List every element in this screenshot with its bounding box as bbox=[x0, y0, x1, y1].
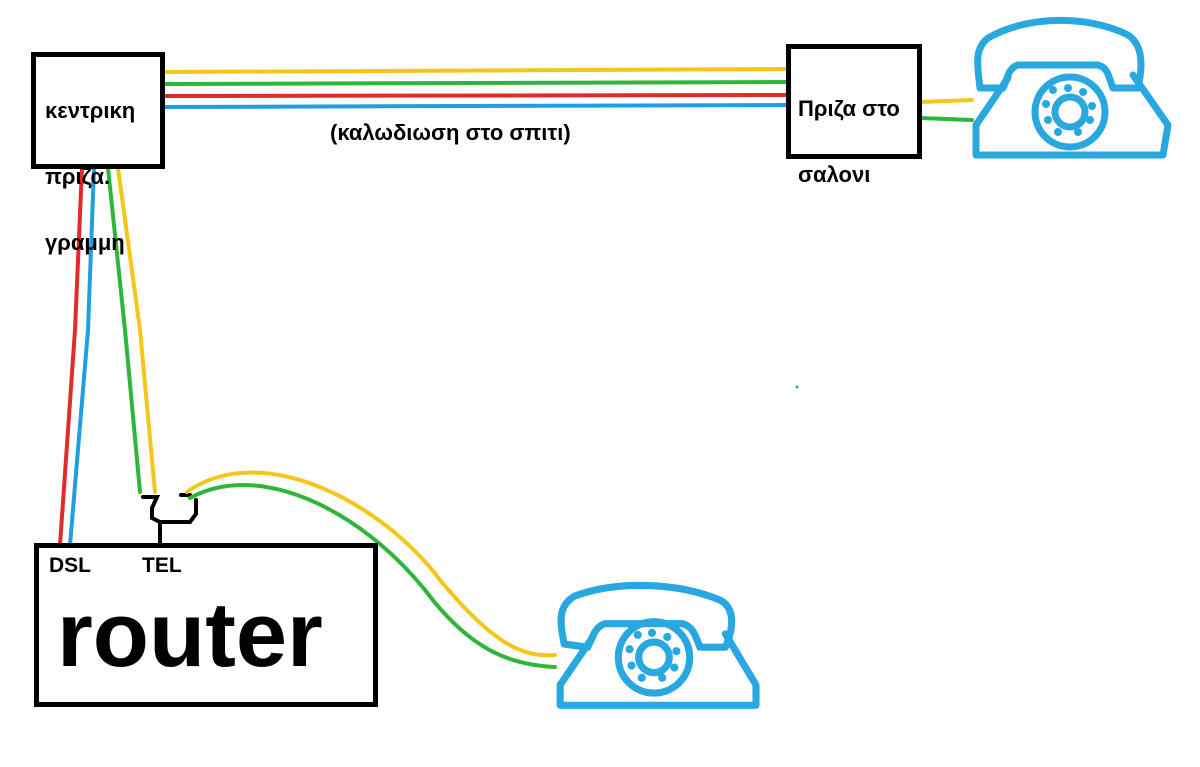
phone-cable-router bbox=[185, 470, 557, 669]
main-jack-line-2: πριζα. bbox=[45, 164, 111, 189]
router-port-dsl: DSL bbox=[49, 554, 91, 577]
rotary-dial bbox=[1031, 73, 1109, 151]
wire-yellow-living bbox=[918, 98, 974, 104]
dial-center bbox=[635, 638, 673, 677]
wire-red-house bbox=[161, 93, 792, 98]
handset bbox=[557, 581, 736, 651]
router-port-tel: TEL bbox=[142, 554, 182, 577]
living-room-jack-label: Πριζα στο σαλονι bbox=[798, 59, 917, 224]
stray-dot bbox=[795, 385, 799, 389]
telephone-icon bbox=[556, 581, 760, 709]
main-jack-box: κεντρικη πριζα. γραμμη bbox=[31, 52, 165, 255]
dial-holes bbox=[625, 628, 681, 682]
phone-base bbox=[972, 71, 1172, 159]
dial-holes bbox=[1042, 84, 1096, 136]
telephone-icon bbox=[972, 16, 1172, 159]
house-cabling bbox=[161, 66, 792, 109]
wire-red-dsl bbox=[58, 166, 84, 547]
phone-base bbox=[556, 630, 760, 709]
cabling-label: (καλωδιωση στο σπιτι) bbox=[330, 120, 571, 145]
wire-yellow-phone bbox=[185, 470, 557, 658]
splitter-icon bbox=[141, 493, 198, 547]
main-jack-line-1: κεντρικη bbox=[45, 98, 136, 123]
living-room-jack-line-2: σαλονι bbox=[798, 162, 871, 187]
phone-cable-living-room bbox=[918, 98, 974, 122]
handset bbox=[974, 16, 1145, 92]
wire-green-house bbox=[161, 80, 792, 86]
living-room-jack-box: Πριζα στο σαλονι bbox=[786, 44, 922, 187]
rotary-dial bbox=[614, 618, 694, 697]
router-cabling bbox=[58, 166, 157, 547]
wire-yellow-tel bbox=[116, 166, 157, 494]
living-room-jack-line-1: Πριζα στο bbox=[798, 96, 900, 121]
wire-blue-dsl bbox=[68, 166, 96, 547]
router-title: router bbox=[57, 584, 323, 686]
wire-blue-house bbox=[161, 103, 792, 109]
wire-green-tel bbox=[106, 166, 142, 494]
splitter-left-arm bbox=[141, 495, 198, 524]
main-jack-line-3: γραμμη bbox=[45, 230, 125, 255]
main-jack-label: κεντρικη πριζα. γραμμη bbox=[45, 61, 160, 292]
wire-green-living bbox=[918, 116, 974, 122]
wire-green-phone bbox=[188, 483, 557, 669]
router-box: DSL TEL router bbox=[34, 543, 378, 707]
dial-center bbox=[1051, 93, 1089, 131]
wire-yellow-house bbox=[161, 66, 792, 74]
